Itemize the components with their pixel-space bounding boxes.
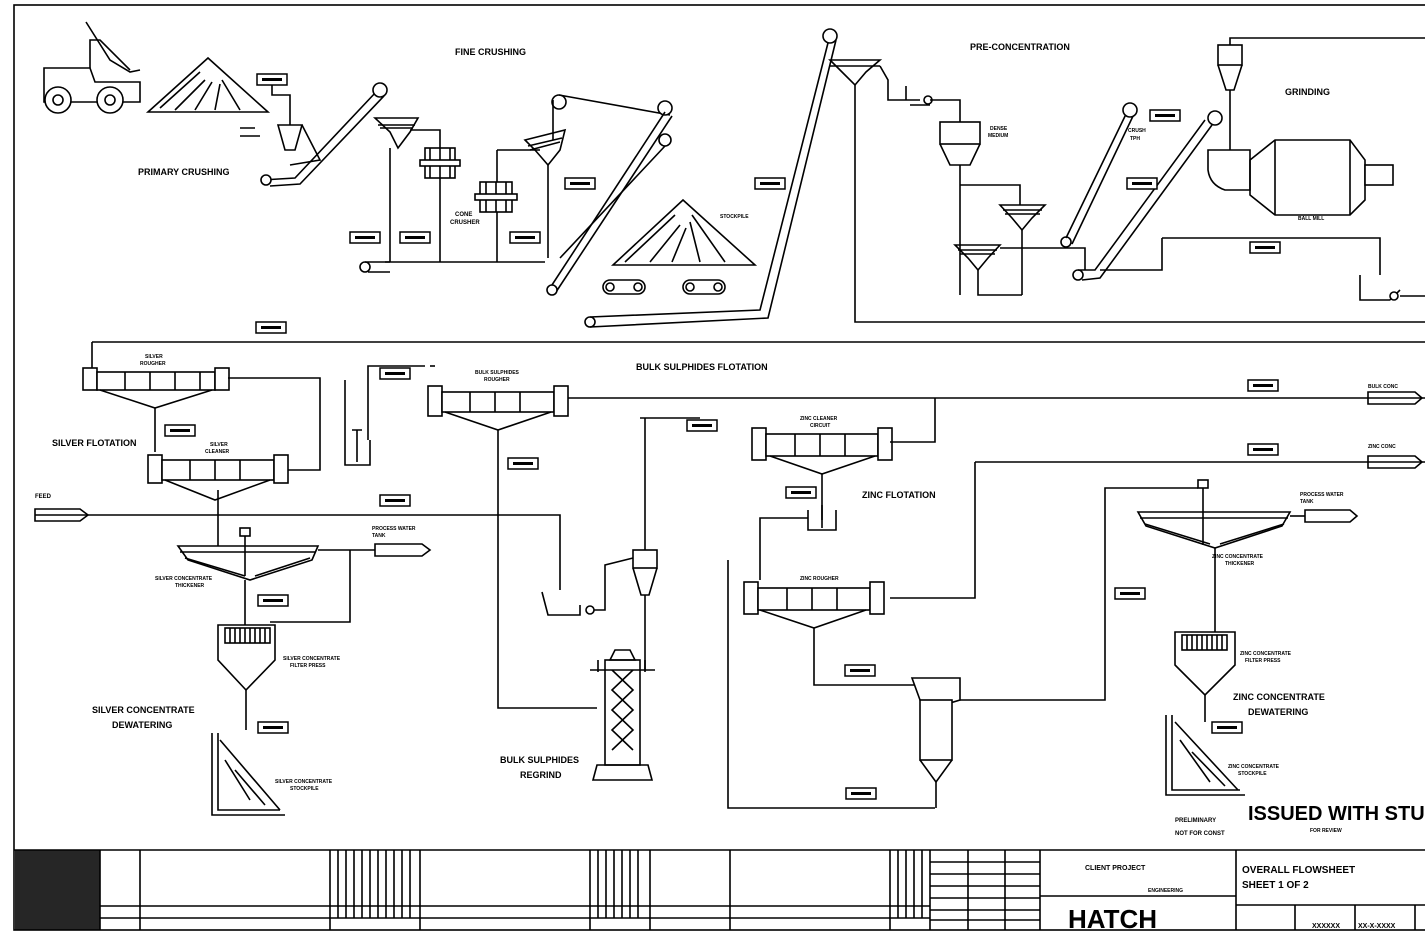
svg-text:CONE: CONE	[455, 212, 472, 218]
svg-text:ZINC ROUGHER: ZINC ROUGHER	[800, 576, 839, 582]
tower-mill-icon	[590, 650, 655, 780]
svg-text:CRUSH: CRUSH	[1128, 128, 1146, 134]
svg-text:PROCESS WATER: PROCESS WATER	[372, 526, 416, 532]
svg-text:MEDIUM: MEDIUM	[988, 133, 1008, 139]
zinc-flotation-label: ZINC FLOTATION	[862, 490, 936, 500]
svg-text:FOR REVIEW: FOR REVIEW	[1310, 828, 1342, 834]
silver-filter-press-icon	[218, 625, 275, 690]
svg-text:FILTER PRESS: FILTER PRESS	[1245, 658, 1281, 664]
svg-text:CIRCUIT: CIRCUIT	[810, 423, 830, 429]
dms-cyclone-icon	[940, 122, 980, 295]
svg-text:CLEANER: CLEANER	[205, 449, 230, 455]
zinc-cyclone-icon	[912, 678, 960, 782]
svg-text:XX-X-XXXX: XX-X-XXXX	[1358, 923, 1396, 930]
svg-text:THICKENER: THICKENER	[175, 583, 205, 589]
svg-text:BULK SULPHIDES: BULK SULPHIDES	[500, 755, 579, 765]
company-logo: HATCH	[1068, 904, 1157, 934]
svg-text:ZINC CONCENTRATE: ZINC CONCENTRATE	[1240, 651, 1292, 657]
svg-text:FILTER PRESS: FILTER PRESS	[290, 663, 326, 669]
svg-text:DEWATERING: DEWATERING	[112, 720, 172, 730]
primary-crushing-label: PRIMARY CRUSHING	[138, 167, 230, 177]
title-line-1: OVERALL FLOWSHEET	[1242, 865, 1355, 876]
svg-text:NOT FOR CONST: NOT FOR CONST	[1175, 831, 1225, 837]
svg-text:ENGINEERING: ENGINEERING	[1148, 888, 1183, 894]
fine-ore-stockpile-icon	[613, 200, 755, 265]
svg-text:STOCKPILE: STOCKPILE	[720, 214, 749, 220]
svg-text:TPH: TPH	[1130, 136, 1140, 142]
screen-pre-conc-icon	[1000, 205, 1045, 230]
svg-text:PRELIMINARY: PRELIMINARY	[1175, 818, 1216, 824]
grinding-label: GRINDING	[1285, 87, 1330, 97]
screen-pre-conc-2-icon	[955, 245, 1000, 270]
title-line-2: SHEET 1 OF 2	[1242, 880, 1309, 891]
ball-mill-icon	[1208, 140, 1393, 215]
svg-text:SILVER: SILVER	[210, 442, 228, 448]
svg-text:ZINC CONC: ZINC CONC	[1368, 444, 1396, 450]
svg-text:ROUGHER: ROUGHER	[484, 377, 510, 383]
silver-flotation-label: SILVER FLOTATION	[52, 438, 137, 448]
process-water-arrow-1	[375, 544, 430, 556]
svg-text:TANK: TANK	[1300, 499, 1314, 505]
svg-text:STOCKPILE: STOCKPILE	[290, 786, 319, 792]
reclaim-feeders-icon	[603, 280, 725, 294]
silver-thickener-icon	[178, 528, 318, 580]
issued-with-study-stamp: ISSUED WITH STUDY	[1248, 803, 1425, 825]
fine-crushing-label: FINE CRUSHING	[455, 47, 526, 57]
svg-text:SILVER CONCENTRATE: SILVER CONCENTRATE	[275, 779, 333, 785]
svg-text:SILVER: SILVER	[145, 354, 163, 360]
pump-box-1-icon	[345, 430, 370, 465]
vibrating-screen-1-icon	[375, 118, 418, 148]
svg-text:ROUGHER: ROUGHER	[140, 361, 166, 367]
bulk-rougher-flotation-cells	[428, 386, 568, 430]
svg-text:THICKENER: THICKENER	[1225, 561, 1255, 567]
svg-text:BULK SULPHIDES: BULK SULPHIDES	[475, 370, 520, 376]
svg-text:PROCESS WATER: PROCESS WATER	[1300, 492, 1344, 498]
regrind-cyclone-icon	[633, 550, 657, 595]
cone-crusher-1-icon	[420, 148, 460, 178]
pre-concentration-label: PRE-CONCENTRATION	[970, 42, 1070, 52]
vibrating-screen-2-icon	[525, 130, 565, 165]
zinc-cleaner-flotation-cells	[752, 428, 892, 474]
svg-text:ZINC CONCENTRATE: ZINC CONCENTRATE	[1212, 554, 1264, 560]
svg-text:ZINC CONCENTRATE: ZINC CONCENTRATE	[1228, 764, 1280, 770]
silver-rougher-flotation-cells	[83, 368, 229, 408]
svg-text:CLIENT PROJECT: CLIENT PROJECT	[1085, 865, 1146, 872]
primary-crusher-icon	[240, 125, 320, 165]
title-block: CLIENT PROJECT ENGINEERING	[14, 850, 1425, 930]
svg-text:XXXXXX: XXXXXX	[1312, 923, 1340, 930]
silver-conc-stockpile-icon	[212, 733, 285, 815]
bulk-sulphides-flotation-label: BULK SULPHIDES FLOTATION	[636, 362, 768, 372]
svg-text:BALL MILL: BALL MILL	[1298, 216, 1324, 222]
svg-text:REGRIND: REGRIND	[520, 770, 562, 780]
zinc-filter-press-icon	[1175, 632, 1235, 695]
svg-text:ZINC CONCENTRATE: ZINC CONCENTRATE	[1233, 692, 1325, 702]
svg-text:STOCKPILE: STOCKPILE	[1238, 771, 1267, 777]
svg-text:FEED: FEED	[35, 494, 52, 500]
svg-text:SILVER CONCENTRATE: SILVER CONCENTRATE	[283, 656, 341, 662]
svg-text:CRUSHER: CRUSHER	[450, 220, 480, 226]
svg-text:TANK: TANK	[372, 533, 386, 539]
svg-text:BULK CONC: BULK CONC	[1368, 384, 1398, 390]
svg-text:DEWATERING: DEWATERING	[1248, 707, 1308, 717]
cone-crusher-2-icon	[475, 182, 517, 212]
sizing-screen-icon	[830, 60, 880, 85]
svg-text:ZINC CLEANER: ZINC CLEANER	[800, 416, 838, 422]
zinc-rougher-flotation-cells	[744, 582, 884, 628]
haul-truck-icon	[44, 22, 140, 113]
pump-box-3-icon	[542, 592, 594, 615]
svg-text:SILVER CONCENTRATE: SILVER CONCENTRATE	[92, 705, 195, 715]
svg-text:DENSE: DENSE	[990, 126, 1008, 132]
svg-text:SILVER CONCENTRATE: SILVER CONCENTRATE	[155, 576, 213, 582]
pump-box-2-icon	[808, 505, 836, 530]
process-water-arrow-2	[1305, 510, 1357, 522]
ore-stockpile-icon	[148, 58, 268, 112]
zinc-thickener-icon	[1138, 480, 1290, 548]
